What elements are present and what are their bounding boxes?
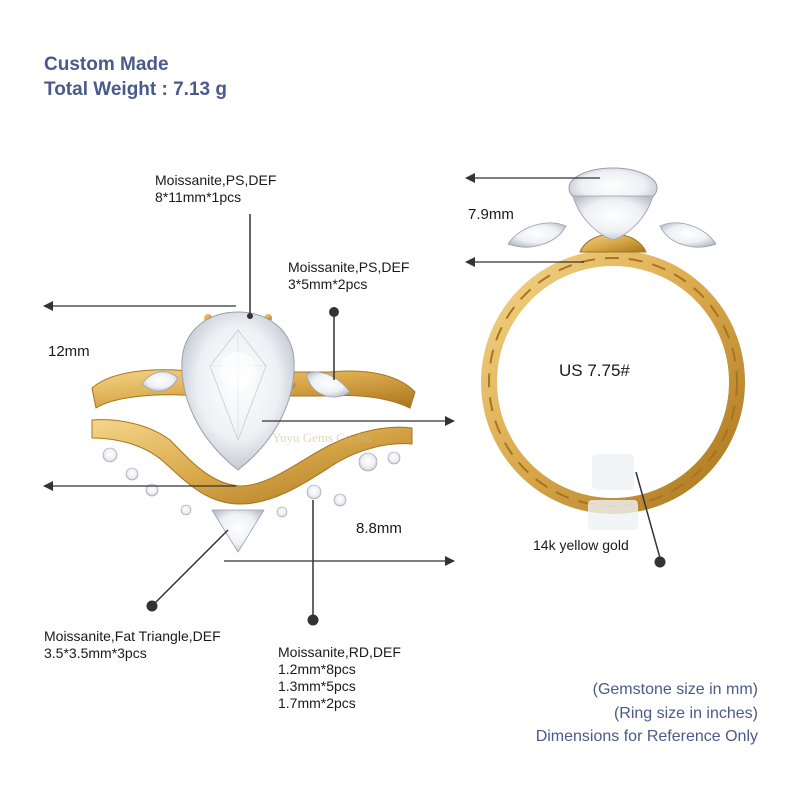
watermark: Yuyu Gems Co.,ltd: [272, 430, 372, 445]
header-title: Custom Made: [44, 54, 169, 75]
triangle-stone-dot: [146, 600, 158, 612]
round-stone-size-3: 1.7mm*2pcs: [278, 695, 356, 711]
header-weight: Total Weight : 7.13 g: [44, 79, 227, 100]
round-stone-size-1: 1.2mm*8pcs: [278, 661, 356, 677]
note-ring-size: (Ring size in inches): [613, 705, 758, 722]
metal-label: 14k yellow gold: [533, 537, 629, 553]
annotation-lines: [146, 214, 666, 626]
side-stone-dot: [329, 307, 339, 317]
side-stone-label: Moissanite,PS,DEF 3*5mm*2pcs: [288, 259, 409, 293]
ring-side-view: [481, 167, 745, 530]
round-stone-name: Moissanite,RD,DEF: [278, 644, 401, 660]
dimension-arrows: [43, 173, 600, 566]
triangle-stone-name: Moissanite,Fat Triangle,DEF: [44, 628, 221, 644]
center-stone-size: 8*11mm*1pcs: [155, 189, 242, 205]
note-reference: Dimensions for Reference Only: [535, 728, 758, 745]
metal-dot: [654, 556, 666, 568]
triangle-stone-size: 3.5*3.5mm*3pcs: [44, 645, 147, 661]
note-gemstone-size: (Gemstone size in mm): [592, 681, 758, 698]
height-dimension: 12mm: [48, 343, 90, 360]
side-height-dimension: 7.9mm: [468, 206, 514, 223]
round-stone-dot: [307, 614, 319, 626]
metal-leader: [635, 471, 661, 559]
round-stone-size-2: 1.3mm*5pcs: [278, 678, 356, 694]
side-stone-size: 3*5mm*2pcs: [288, 276, 368, 292]
center-stone-name: Moissanite,PS,DEF: [155, 172, 277, 188]
band-width-dimension: 8.8mm: [356, 520, 402, 537]
side-stone-name: Moissanite,PS,DEF: [288, 259, 410, 275]
triangle-stone-leader: [153, 529, 229, 605]
round-stone-label: Moissanite,RD,DEF 1.2mm*8pcs 1.3mm*5pcs …: [278, 644, 401, 712]
ring-size-label: US 7.75#: [559, 361, 630, 380]
center-stone-dot: [247, 313, 253, 319]
triangle-stone-label: Moissanite,Fat Triangle,DEF 3.5*3.5mm*3p…: [44, 628, 221, 662]
center-stone-label: Moissanite,PS,DEF 8*11mm*1pcs: [155, 172, 276, 206]
